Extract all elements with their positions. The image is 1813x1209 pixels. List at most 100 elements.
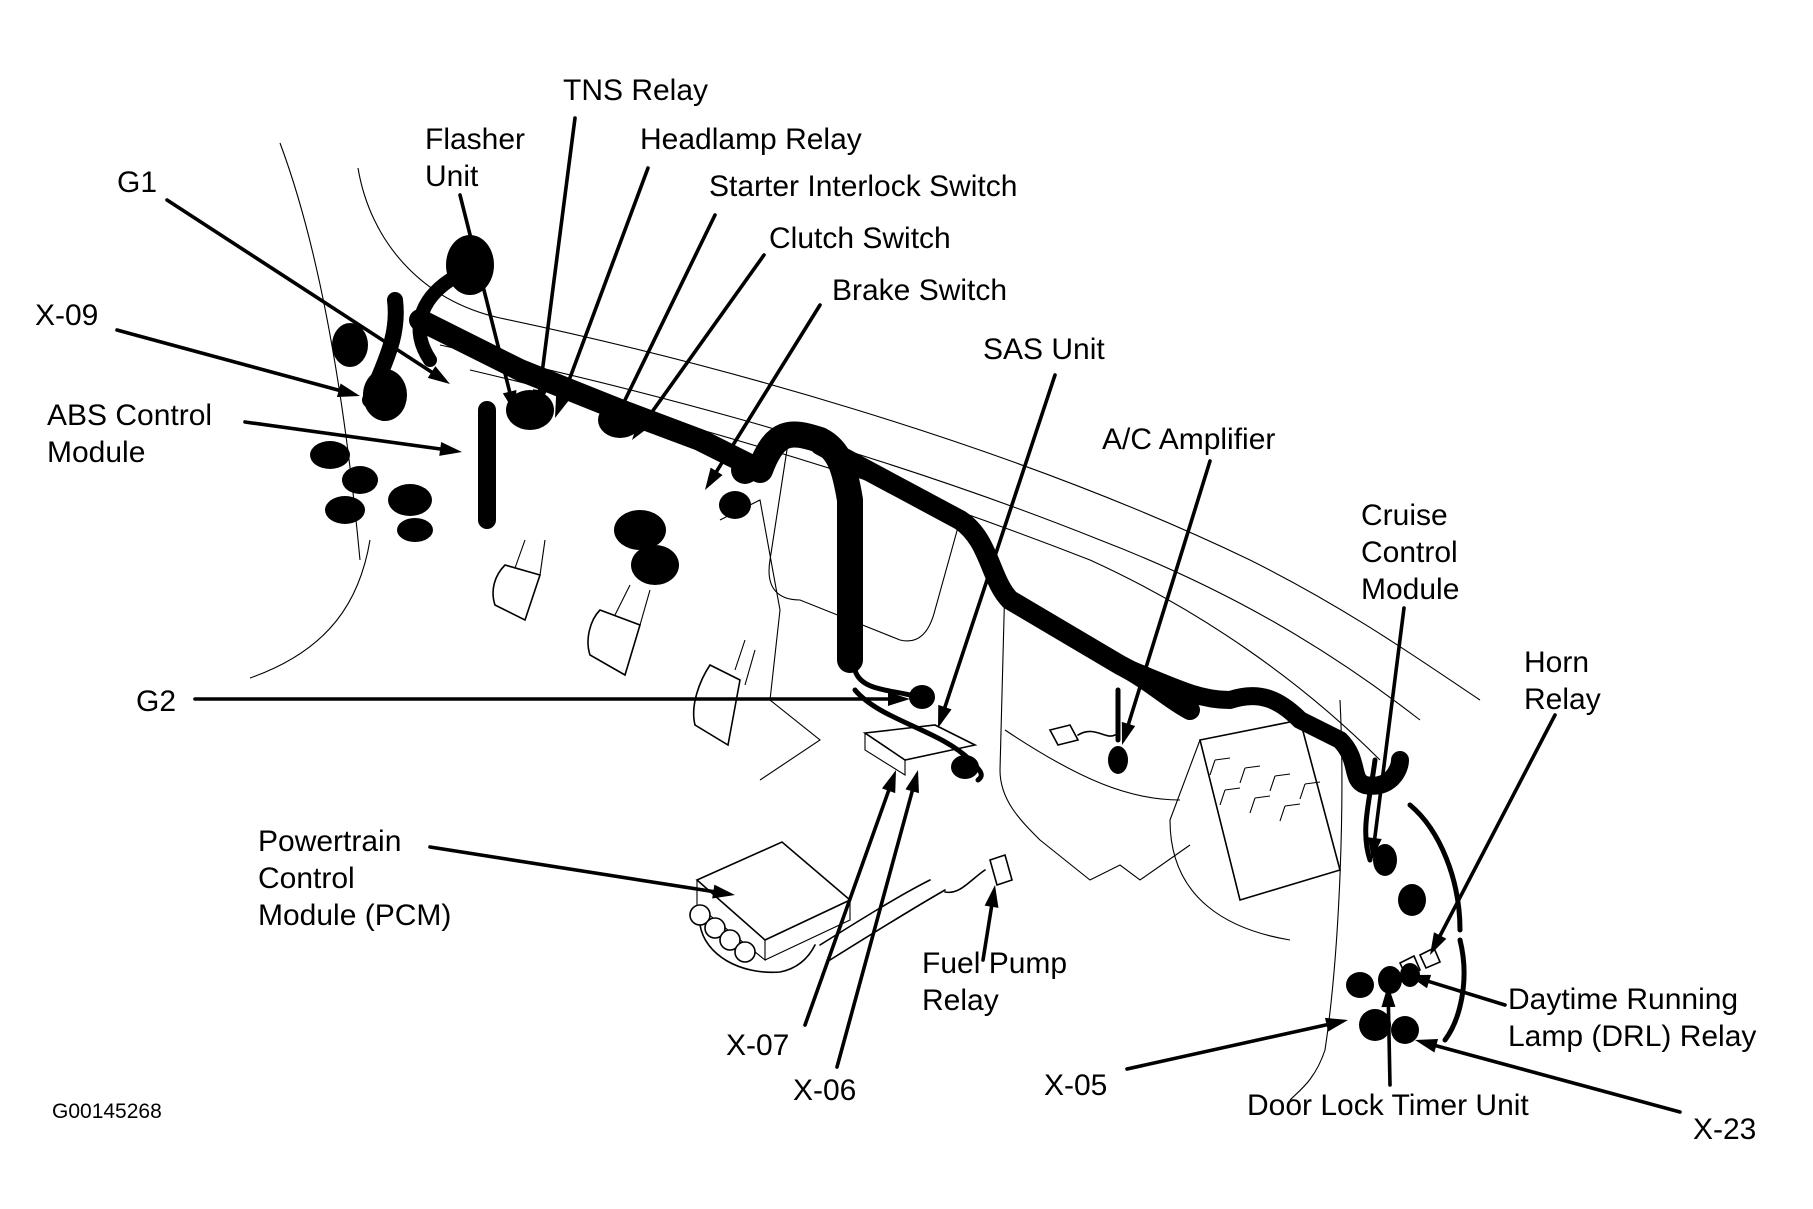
callout-label-line: X-23 <box>1693 1113 1756 1146</box>
callout-label-line: TNS Relay <box>563 74 708 107</box>
pedal-icon <box>692 639 756 747</box>
callout-label-sas-unit: SAS Unit <box>983 333 1105 366</box>
callout-label-line: Unit <box>425 160 479 193</box>
arrowhead-icon <box>608 412 624 435</box>
leader-line-flasher-unit <box>458 193 512 396</box>
leader-line-sas-unit <box>942 373 1057 711</box>
leader-line-ac-amplifier <box>1126 459 1212 728</box>
relay-cluster-icon <box>1346 946 1442 1044</box>
callout-label-g2: G2 <box>136 685 176 718</box>
callout-label-ac-amplifier: A/C Amplifier <box>1102 423 1275 456</box>
wiring-harness <box>310 235 1467 1044</box>
callout-label-line: Powertrain <box>258 825 401 858</box>
callout-label-x-09: X-09 <box>35 299 98 332</box>
arrowhead-icon <box>905 770 919 794</box>
callout-label-line: Control <box>1361 536 1458 569</box>
callout-label-line: Module <box>1361 573 1459 606</box>
leader-line-door-lock-timer-unit <box>1386 1003 1392 1087</box>
callout-label-line: X-09 <box>35 299 98 332</box>
callout-label-g1: G1 <box>117 166 157 199</box>
callout-label-line: G2 <box>136 685 176 718</box>
leader-line-fuel-pump-relay <box>981 902 994 962</box>
callout-label-tns-relay: TNS Relay <box>563 74 708 107</box>
leader-line-daytime-running-lamp-relay <box>1425 979 1507 1007</box>
pedal-icon <box>492 539 546 622</box>
callout-label-x-07: X-07 <box>726 1029 789 1062</box>
arrowhead-icon <box>427 366 450 384</box>
arrowhead-icon <box>1325 1017 1348 1032</box>
dashboard-outline <box>249 142 1481 1101</box>
callout-label-brake-switch: Brake Switch <box>832 274 1007 307</box>
vent-grille-icon <box>1209 757 1321 822</box>
callout-label-line: Lamp (DRL) Relay <box>1508 1020 1756 1053</box>
leader-line-tns-relay <box>537 116 577 394</box>
leader-line-x-09 <box>115 328 343 393</box>
callout-label-line: ABS Control <box>47 399 212 432</box>
callout-label-line: Brake Switch <box>832 274 1007 307</box>
arrowhead-icon <box>439 442 462 456</box>
callout-label-line: Cruise <box>1361 499 1448 532</box>
callout-label-headlamp-relay: Headlamp Relay <box>640 123 862 156</box>
callout-label-x-06: X-06 <box>793 1074 856 1107</box>
leader-line-pcm <box>428 845 718 894</box>
callout-label-door-lock-timer-unit: Door Lock Timer Unit <box>1247 1089 1529 1122</box>
callout-label-starter-interlock: Starter Interlock Switch <box>709 170 1017 203</box>
callout-label-line: X-05 <box>1044 1069 1107 1102</box>
pcm-module-icon <box>689 841 946 974</box>
arrowhead-icon <box>1415 1039 1439 1053</box>
callout-label-line: A/C Amplifier <box>1102 423 1275 456</box>
leader-line-brake-switch <box>713 303 822 475</box>
leader-line-headlamp-relay <box>560 166 650 402</box>
callout-label-line: Control <box>258 862 355 895</box>
callout-label-x-23: X-23 <box>1693 1113 1756 1146</box>
callout-label-x-05: X-05 <box>1044 1069 1107 1102</box>
callout-label-line: Clutch Switch <box>769 222 951 255</box>
callout-label-line: X-07 <box>726 1029 789 1062</box>
arrowhead-icon <box>632 418 651 440</box>
arrowhead-icon <box>1121 721 1136 745</box>
arrowhead-icon <box>938 704 952 728</box>
callout-label-line: Module (PCM) <box>258 899 451 932</box>
arrowhead-icon <box>705 467 723 490</box>
arrowhead-icon <box>888 692 910 706</box>
leader-line-g1 <box>165 198 436 375</box>
arrowhead-icon <box>336 383 360 397</box>
arrowhead-icon <box>882 770 896 794</box>
callout-label-line: G1 <box>117 166 157 199</box>
leader-line-starter-interlock <box>614 213 717 419</box>
leader-line-x-05 <box>1125 1022 1331 1071</box>
leader-line-x-23 <box>1432 1043 1682 1114</box>
leader-line-clutch-switch <box>641 253 766 426</box>
callout-label-line: Headlamp Relay <box>640 123 862 156</box>
arrowhead-icon <box>1408 974 1432 989</box>
callout-label-line: Flasher <box>425 123 525 156</box>
leader-line-x-06 <box>835 787 915 1069</box>
callout-label-line: Starter Interlock Switch <box>709 170 1017 203</box>
arrowhead-icon <box>532 389 547 412</box>
leader-line-x-07 <box>803 787 892 1027</box>
leader-lines <box>115 116 1682 1114</box>
callout-label-line: Relay <box>1524 683 1601 716</box>
callout-label-line: Relay <box>922 984 999 1017</box>
leader-line-abs-control-module <box>243 420 444 452</box>
arrowhead-icon <box>1367 837 1382 860</box>
arrowhead-icon <box>555 394 570 418</box>
arrowhead-icon <box>712 884 735 899</box>
callout-label-line: Fuel Pump <box>922 947 1067 980</box>
callout-label-line: X-06 <box>793 1074 856 1107</box>
figure-id: G00145268 <box>52 1100 162 1123</box>
callout-label-clutch-switch: Clutch Switch <box>769 222 951 255</box>
callout-label-line: Daytime Running <box>1508 983 1738 1016</box>
callout-label-line: Module <box>47 436 145 469</box>
callout-label-line: Door Lock Timer Unit <box>1247 1089 1529 1122</box>
leader-line-cruise-control-module <box>1372 606 1406 842</box>
fuel-pump-relay-icon <box>989 853 1013 887</box>
